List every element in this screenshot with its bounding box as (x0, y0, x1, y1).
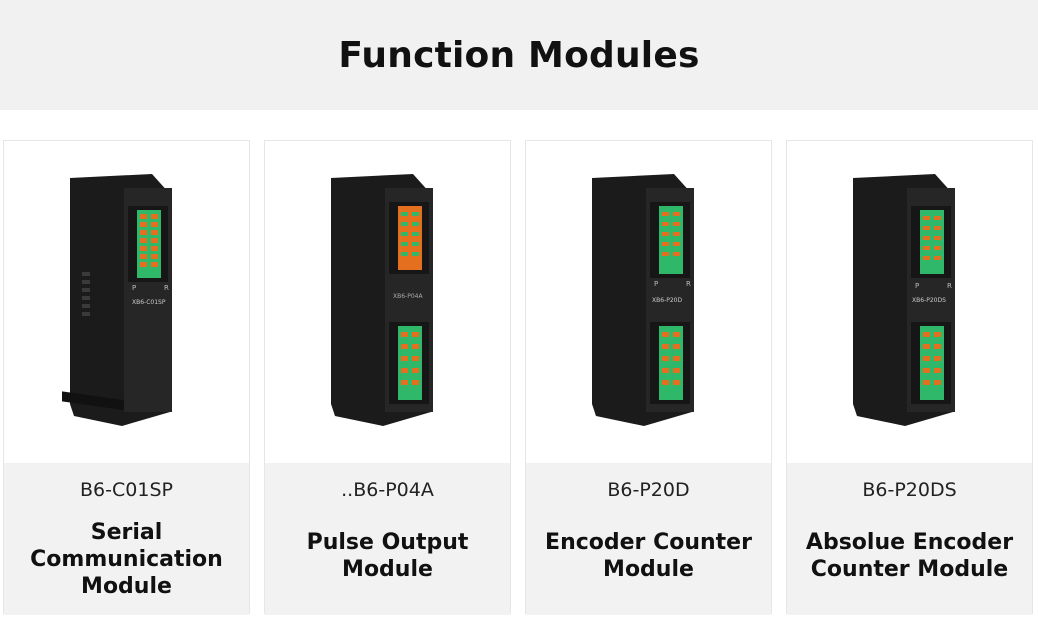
svg-text:P: P (915, 282, 919, 290)
module-model: B6-P20DS (862, 479, 957, 501)
svg-text:R: R (686, 280, 691, 288)
module-card-p20ds[interactable]: P R XB6-P20DS B6-P20DS Absolue Encoder C… (786, 140, 1033, 615)
svg-text:XB6-C01SP: XB6-C01SP (132, 299, 166, 306)
module-model: ..B6-P04A (341, 479, 434, 501)
page-header: Function Modules (0, 0, 1038, 110)
module-photo-icon: P R XB6-C01SP (61, 174, 172, 426)
module-info: B6-P20D Encoder Counter Module (526, 463, 771, 615)
module-card-c01sp[interactable]: P R XB6-C01SP B6-C01SP Serial Communicat… (3, 140, 250, 615)
module-model: B6-P20D (607, 479, 690, 501)
page-title: Function Modules (338, 34, 700, 76)
svg-text:XB6-P20DS: XB6-P20DS (912, 297, 946, 304)
module-model: B6-C01SP (80, 479, 173, 501)
module-image: P R XB6-P20D (526, 141, 771, 463)
module-image: P R XB6-C01SP (4, 141, 249, 463)
module-card-p20d[interactable]: P R XB6-P20D B6-P20D Encoder Counter Mod… (525, 140, 772, 615)
module-photo-icon: P R XB6-P20D (591, 174, 694, 426)
module-name: Absolue Encoder Counter Module (805, 530, 1014, 582)
module-photo-icon: XB6-P04A (330, 174, 433, 426)
module-info: ..B6-P04A Pulse Output Module (265, 463, 510, 615)
module-info: B6-C01SP Serial Communication Module (4, 463, 249, 615)
svg-text:XB6-P20D: XB6-P20D (652, 297, 682, 304)
module-photo-icon: P R XB6-P20DS (852, 174, 955, 426)
module-image: XB6-P04A (265, 141, 510, 463)
svg-text:P: P (654, 280, 658, 288)
module-info: B6-P20DS Absolue Encoder Counter Module (787, 463, 1032, 615)
module-image: P R XB6-P20DS (787, 141, 1032, 463)
module-name: Serial Communication Module (30, 520, 223, 599)
module-name: Pulse Output Module (306, 530, 469, 582)
svg-text:R: R (164, 284, 169, 292)
svg-text:R: R (947, 282, 952, 290)
svg-text:XB6-P04A: XB6-P04A (393, 293, 423, 300)
module-name: Encoder Counter Module (545, 530, 752, 582)
module-card-p04a[interactable]: XB6-P04A ..B6-P04A Pulse Output Module (264, 140, 511, 615)
svg-text:P: P (132, 284, 136, 292)
